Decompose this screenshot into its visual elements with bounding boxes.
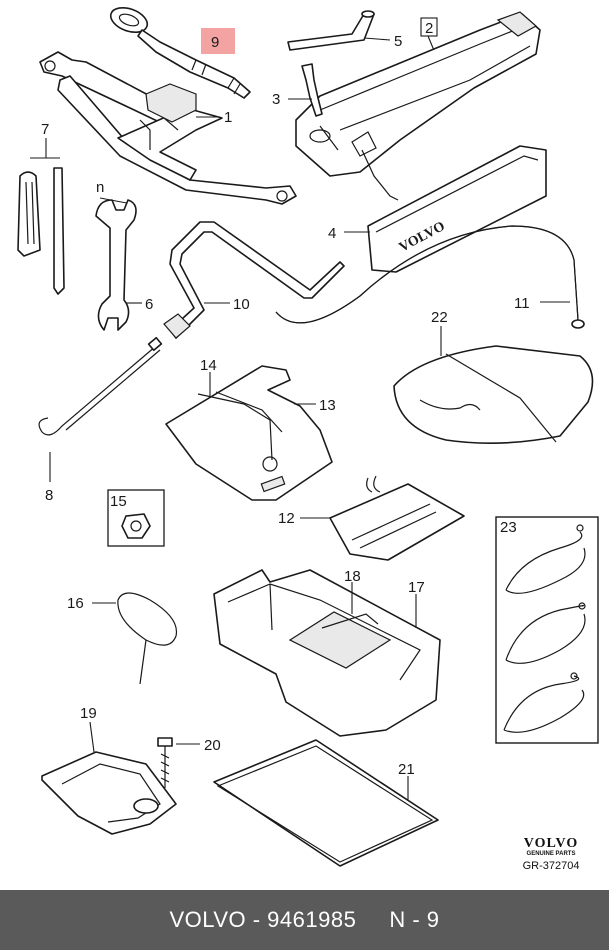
- part-17-storage-box: [213, 569, 441, 737]
- callout-16: 16: [67, 595, 84, 612]
- callout-18: 18: [344, 568, 361, 585]
- part-10-crank-rod: [163, 221, 345, 339]
- part-23-straps: [503, 524, 586, 733]
- callout-12: 12: [278, 510, 295, 527]
- part-22-foam: [393, 345, 594, 444]
- part-4-plate: VOLVO: [367, 145, 547, 273]
- callout-2: 2: [425, 20, 433, 37]
- callout-3: 3: [272, 91, 280, 108]
- part-9-eye-bolt: [109, 6, 251, 99]
- figure-reference: GR-372704: [522, 860, 580, 872]
- callout-1: 1: [224, 109, 232, 126]
- callout-14: 14: [200, 357, 217, 374]
- callout-4: 4: [328, 225, 336, 242]
- callout-9: 9: [211, 34, 219, 51]
- callout-8: 8: [45, 487, 53, 504]
- footer-bar: VOLVO - 9461985 N - 9: [0, 890, 609, 950]
- callout-17: 17: [408, 579, 425, 596]
- part-7-screwdriver: [17, 167, 65, 295]
- part-3-strap: [301, 63, 399, 201]
- callout-11: 11: [514, 295, 530, 312]
- volvo-genuine-parts-logo: VOLVO GENUINE PARTS: [506, 836, 596, 857]
- callout-13: 13: [319, 397, 336, 414]
- part-8-hook-rod: [38, 336, 163, 436]
- callout-21: 21: [398, 761, 415, 778]
- part-21-mat: [213, 739, 439, 867]
- part-13-tray: [165, 365, 333, 501]
- part-19-plate: [41, 751, 177, 835]
- part-11-hose: [275, 225, 585, 329]
- part-23-box: [495, 516, 599, 744]
- part-2-tool-tray: [295, 11, 541, 177]
- callout-20: 20: [204, 737, 221, 754]
- callout-22: 22: [431, 309, 448, 326]
- part-9-label-highlight: [201, 28, 235, 54]
- callout-2-box: [420, 17, 438, 37]
- part-12-bag: [329, 475, 465, 561]
- callout-n: n: [96, 179, 104, 196]
- part-16-ring: [117, 592, 178, 685]
- part-5-tube: [287, 10, 375, 51]
- part-15-nut: [121, 513, 151, 539]
- callout-23: 23: [500, 519, 517, 536]
- parts-diagram: 9 1 5 2 3 7 n: [17, 6, 599, 867]
- brand-logo-text: VOLVO: [523, 836, 579, 851]
- brand-subtitle: GENUINE PARTS: [526, 851, 576, 857]
- part-6-wrench: [95, 199, 137, 331]
- part-20-screw: [157, 737, 173, 788]
- callout-5: 5: [394, 33, 402, 50]
- callout-7: 7: [41, 121, 49, 138]
- callout-15: 15: [110, 493, 127, 510]
- footer-part-number: VOLVO - 9461985 N - 9: [169, 907, 440, 932]
- callout-10: 10: [233, 296, 250, 313]
- callout-6: 6: [145, 296, 153, 313]
- callout-19: 19: [80, 705, 97, 722]
- part-1-scissor-jack: [39, 51, 297, 205]
